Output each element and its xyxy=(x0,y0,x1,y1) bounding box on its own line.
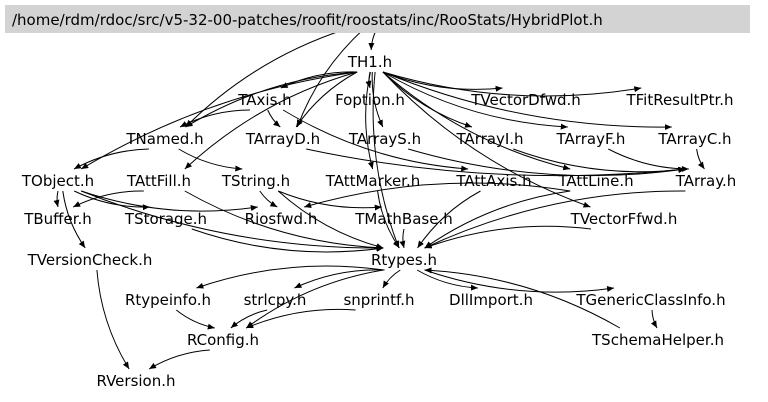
node-tobject[interactable]: TObject.h xyxy=(21,172,94,190)
edge-tarrays-to-tarray xyxy=(408,148,686,177)
edge-tobject-to-tstorage xyxy=(73,190,150,211)
edge-taxis-to-tattaxis xyxy=(282,109,469,172)
node-tarrayi[interactable]: TArrayI.h xyxy=(455,130,523,148)
edge-tmathbase-to-rtypes xyxy=(399,228,406,249)
edge-th1-to-taxis xyxy=(280,71,358,89)
edge-th1-to-tattfill xyxy=(184,71,358,170)
node-tmathbase[interactable]: TMathBase.h xyxy=(354,210,453,228)
node-rconfig[interactable]: RConfig.h xyxy=(187,331,259,349)
edge-tattfill-to-tbuffer xyxy=(72,190,144,208)
edge-rtypes-to-rconfig xyxy=(245,269,384,329)
edge-rtypes-to-strlcpy xyxy=(294,269,385,289)
node-tschemahelper[interactable]: TSchemaHelper.h xyxy=(591,331,724,349)
edge-rconfig-to-rversion xyxy=(148,349,210,370)
edge-snprintf-to-rconfig xyxy=(246,308,356,329)
edge-th1-to-tattline xyxy=(382,71,571,171)
node-tattfill[interactable]: TAttFill.h xyxy=(126,172,191,190)
edge-tstorage-to-rtypes xyxy=(191,228,384,253)
edge-tobject-to-riosfwd xyxy=(81,190,258,212)
node-strlcpy[interactable]: strlcpy.h xyxy=(244,291,307,309)
node-snprintf[interactable]: snprintf.h xyxy=(343,291,414,309)
edge-tstring-to-rtypes xyxy=(277,190,384,250)
edge-th1-to-tvectorffwd xyxy=(382,71,591,208)
node-rtypeinfo[interactable]: Rtypeinfo.h xyxy=(125,291,211,309)
edge-tobject-to-tbuffer xyxy=(53,190,60,208)
edge-tvectorffwd-to-rtypes xyxy=(424,225,592,249)
edge-tstring-to-tmathbase xyxy=(278,190,382,211)
node-tarrays[interactable]: TArrayS.h xyxy=(348,130,421,148)
edge-th1-to-tarrays xyxy=(371,71,384,128)
edge-tgenericclassinfo-to-tschemahelper xyxy=(650,309,658,329)
node-tattaxis[interactable]: TAttAxis.h xyxy=(455,172,531,190)
node-tvectorffwd[interactable]: TVectorFfwd.h xyxy=(570,210,678,228)
node-tarrayc[interactable]: TArrayC.h xyxy=(657,130,731,148)
node-tgenericclassinfo[interactable]: TGenericClassInfo.h xyxy=(575,291,725,309)
edge-tversioncheck-to-rversion xyxy=(96,269,130,370)
node-foption[interactable]: Foption.h xyxy=(335,91,405,109)
edge-th1-to-tfitresultptr xyxy=(382,71,642,97)
edge-tattline-to-rtypes xyxy=(424,190,571,249)
edge-tnamed-to-tstring xyxy=(178,148,243,172)
node-tvectordfwd[interactable]: TVectorDfwd.h xyxy=(470,91,581,109)
edge-rtypes-to-snprintf xyxy=(382,269,401,289)
node-layer: /home/rdm/rdoc/src/v5-32-00-patches/roof… xyxy=(5,5,750,390)
edge-tattfill-to-rtypes xyxy=(184,190,384,251)
node-tarrayf[interactable]: TArrayF.h xyxy=(556,130,626,148)
edge-th1-to-tarrayc xyxy=(382,71,672,131)
node-tbuffer[interactable]: TBuffer.h xyxy=(23,210,92,228)
edge-tobject-to-tversioncheck xyxy=(62,190,86,249)
node-rversion[interactable]: RVersion.h xyxy=(96,372,175,390)
edge-tobject-to-rtypes xyxy=(81,190,384,252)
node-riosfwd[interactable]: Riosfwd.h xyxy=(245,210,318,228)
node-tstring[interactable]: TString.h xyxy=(221,172,290,190)
edge-tattaxis-to-rtypes xyxy=(417,190,481,249)
node-rtypes[interactable]: Rtypes.h xyxy=(371,251,437,269)
edge-tarrayd-to-tarray xyxy=(306,148,686,177)
node-tarrayd[interactable]: TArrayD.h xyxy=(245,130,320,148)
node-dllimport[interactable]: DllImport.h xyxy=(449,291,533,309)
edge-th1-to-tattmarker xyxy=(365,71,374,170)
edge-tarrayf-to-tarray xyxy=(608,148,689,172)
node-tnamed[interactable]: TNamed.h xyxy=(125,130,203,148)
edge-strlcpy-to-rconfig xyxy=(230,309,268,329)
edge-tattline-to-riosfwd xyxy=(304,182,571,208)
edge-th1-to-tnamed xyxy=(185,71,358,128)
edge-tschemahelper-to-rtypes xyxy=(424,267,621,329)
edge-rtypes-to-dllimport xyxy=(416,269,478,291)
edge-rtypeinfo-to-rconfig xyxy=(175,309,215,330)
node-tfitresultptr[interactable]: TFitResultPtr.h xyxy=(625,91,733,109)
edge-th1-to-tvectordfwd xyxy=(382,71,503,92)
edge-taxis-to-tnamed xyxy=(179,109,251,128)
edge-tnamed-to-tobject xyxy=(73,148,149,170)
edge-tarrayc-to-tarray xyxy=(696,148,705,170)
node-th1[interactable]: TH1.h xyxy=(347,53,392,71)
edge-layer xyxy=(53,28,705,370)
root-node-box xyxy=(5,5,750,33)
node-tarray[interactable]: TArray.h xyxy=(675,172,737,190)
node-tversioncheck[interactable]: TVersionCheck.h xyxy=(27,251,153,269)
edge-tarrayi-to-tarray xyxy=(513,148,686,173)
node-taxis[interactable]: TAxis.h xyxy=(237,91,291,109)
edge-rtypes-to-rtypeinfo xyxy=(196,265,384,289)
edge-th1-to-tarrayf xyxy=(382,71,568,130)
node-tattline[interactable]: TAttLine.h xyxy=(557,172,633,190)
node-tstorage[interactable]: TStorage.h xyxy=(124,210,207,228)
edge-tattmarker-to-rtypes xyxy=(377,190,400,249)
edge-taxis-to-tarrayd xyxy=(267,109,281,128)
edge-hybridplot-to-tnamed xyxy=(185,28,347,128)
node-tattmarker[interactable]: TAttMarker.h xyxy=(325,172,421,190)
edge-tstring-to-riosfwd xyxy=(259,190,278,208)
edge-tarray-to-rtypes xyxy=(424,190,686,249)
edge-th1-to-tobject xyxy=(80,71,358,170)
edge-rtypes-to-tgenericclassinfo xyxy=(424,269,615,293)
root-node-label: /home/rdm/rdoc/src/v5-32-00-patches/roof… xyxy=(12,11,603,29)
